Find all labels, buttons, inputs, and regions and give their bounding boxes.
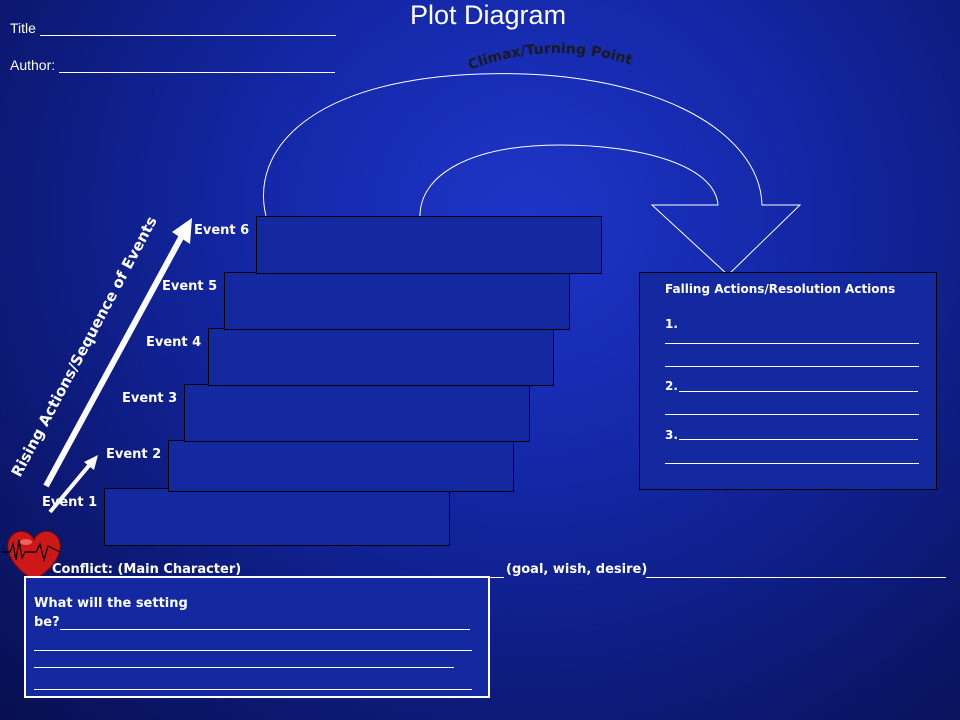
page-title: Plot Diagram [410, 0, 567, 30]
title-field: Title [10, 20, 336, 36]
falling-line-1b[interactable] [665, 366, 919, 367]
falling-heading: Falling Actions/Resolution Actions [665, 282, 896, 296]
falling-line-2a[interactable] [679, 391, 918, 392]
conflict-row: Conflict: (Main Character) [52, 562, 241, 577]
conflict-label: Conflict: (Main Character) [52, 562, 242, 577]
event-3-label: Event 3 [122, 391, 178, 406]
conflict-goal-blank[interactable] [646, 577, 946, 578]
author-field: Author: [10, 57, 336, 73]
setting-line-3[interactable] [34, 667, 454, 668]
author-label: Author: [10, 57, 56, 73]
rising-arrow-head [172, 218, 192, 244]
event-2-label: Event 2 [106, 447, 162, 462]
rising-arrow-line [43, 230, 187, 488]
title-label: Title [10, 20, 36, 36]
event-6-box[interactable] [256, 216, 602, 274]
setting-question-2: be? [34, 615, 60, 630]
small-arrow-line [48, 460, 94, 514]
falling-line-1a[interactable] [665, 343, 919, 344]
falling-item-3: 3. [665, 428, 678, 442]
falling-item-2: 2. [665, 379, 678, 393]
setting-line-1[interactable] [60, 629, 470, 630]
setting-question-1: What will the setting [34, 596, 188, 611]
falling-actions-box[interactable]: Falling Actions/Resolution Actions 1. 2.… [639, 272, 937, 490]
event-2-box[interactable] [168, 440, 514, 492]
event-5-box[interactable] [224, 272, 570, 330]
setting-line-2[interactable] [34, 650, 472, 651]
event-6-label: Event 6 [194, 223, 250, 238]
event-4-label: Event 4 [146, 335, 202, 350]
falling-line-3a[interactable] [679, 439, 918, 440]
falling-item-1: 1. [665, 317, 678, 331]
setting-box[interactable]: What will the setting be? [24, 576, 490, 698]
heartbeat-heart-icon [2, 531, 61, 581]
author-blank[interactable] [59, 58, 336, 73]
climax-label: Climax/Turning Point [466, 41, 635, 74]
setting-line-4[interactable] [34, 689, 472, 690]
title-blank[interactable] [39, 21, 336, 36]
event-5-label: Event 5 [162, 279, 218, 294]
event-3-box[interactable] [184, 384, 530, 442]
falling-line-2b[interactable] [665, 414, 919, 415]
rising-label: Rising Actions/Sequence of Events [8, 213, 161, 479]
conflict-goal-label: (goal, wish, desire) [506, 562, 648, 577]
climax-arc-arrow [263, 73, 802, 276]
small-arrow-head [84, 455, 98, 470]
falling-line-3b[interactable] [665, 463, 919, 464]
